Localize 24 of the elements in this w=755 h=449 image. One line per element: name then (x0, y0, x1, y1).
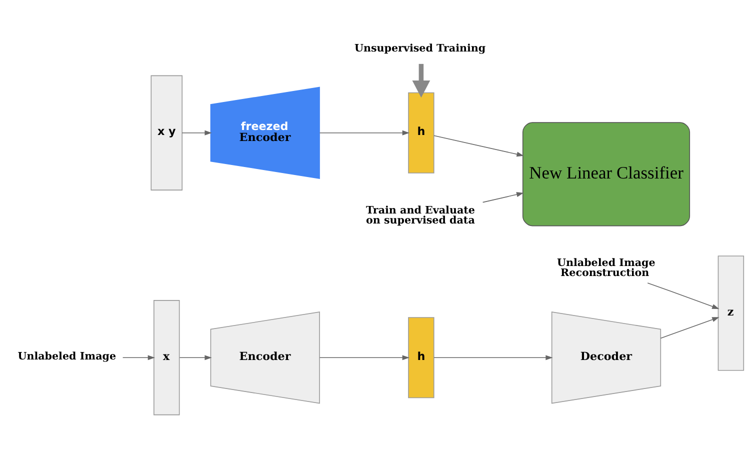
node-text: Unlabeled Image Reconstruction (557, 256, 656, 279)
arrow (482, 192, 524, 202)
node-box: x (154, 300, 180, 415)
arrow (434, 354, 553, 360)
node-text: Unlabeled Image (18, 350, 116, 362)
arrow (319, 130, 410, 135)
node-box: h (408, 316, 434, 398)
node-box: h (408, 92, 434, 173)
arrow (182, 130, 212, 135)
arrow (122, 354, 156, 360)
arrow (434, 134, 524, 156)
arrow (179, 354, 212, 360)
node-text: Unsupervised Training (354, 42, 486, 54)
node-box: New Linear Classifier (522, 122, 690, 226)
node-box: Encoder (210, 311, 320, 404)
arrow (319, 354, 410, 360)
node-box: freezed Encoder (210, 86, 320, 178)
node-text: Train and Evaluate on supervised data (366, 204, 475, 226)
arrow (412, 63, 430, 98)
node-box: x y (150, 74, 183, 190)
arrow (660, 316, 720, 338)
node-box: z (718, 255, 744, 370)
node-box: Decoder (551, 311, 662, 404)
arrow (647, 282, 720, 309)
